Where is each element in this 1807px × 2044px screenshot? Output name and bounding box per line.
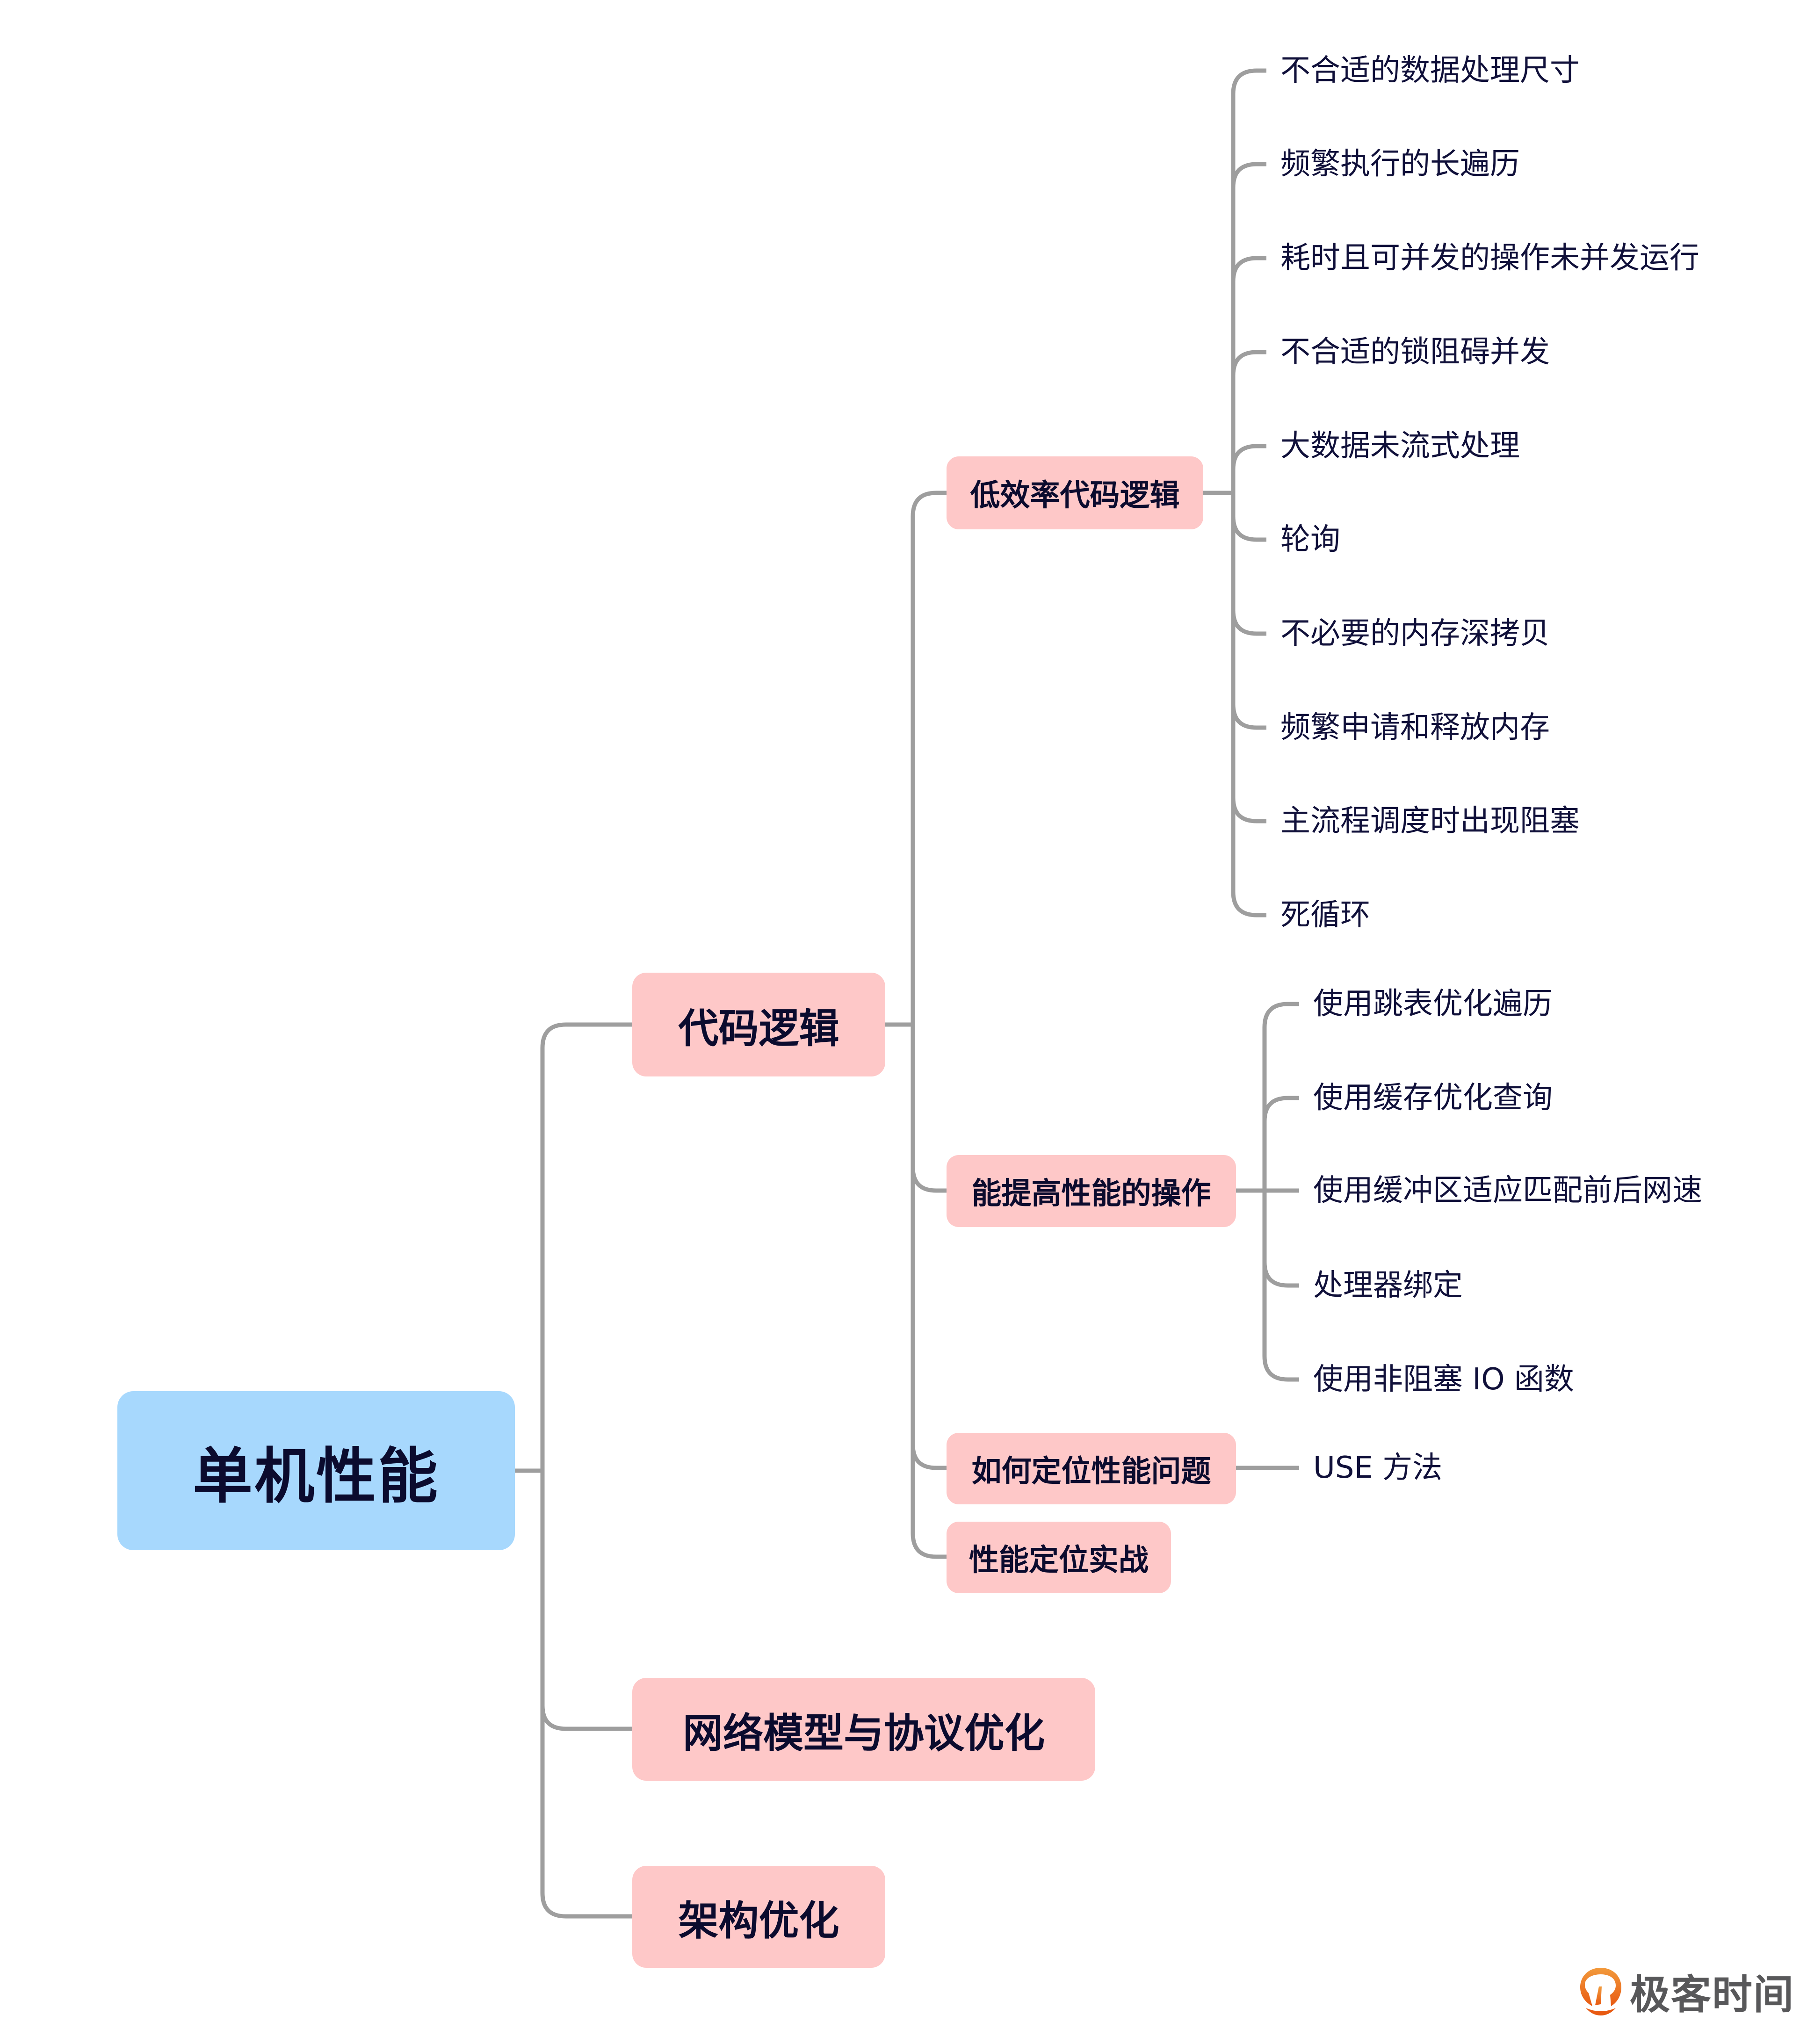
branch-architecture[interactable]: 架构优化 (632, 1866, 885, 1968)
leaf-item[interactable]: 耗时且可并发的操作未并发运行 (1280, 241, 1699, 275)
geektime-logo: 极客时间 (1578, 1962, 1794, 2020)
geektime-logo-icon (1580, 1967, 1621, 2015)
leaf-item[interactable]: 不必要的内存深拷贝 (1280, 616, 1550, 651)
subbranch-locate-problems[interactable]: 如何定位性能问题 (947, 1433, 1236, 1504)
connector-l3-spine-2 (1236, 1002, 1299, 1382)
branch-label: 代码逻辑 (678, 1005, 839, 1052)
leaf-item[interactable]: 轮询 (1280, 522, 1340, 557)
leaf-item[interactable]: 死循环 (1280, 898, 1370, 932)
subbranch-label: 能提高性能的操作 (971, 1177, 1211, 1211)
leaf-item[interactable]: 使用缓冲区适应匹配前后网速 (1313, 1173, 1702, 1208)
leaf-item[interactable]: USE 方法 (1313, 1451, 1443, 1485)
leaf-item[interactable]: 使用缓存优化查询 (1313, 1081, 1553, 1115)
connector-l3-spine-1 (1203, 68, 1266, 917)
subbranch-label: 性能定位实战 (969, 1543, 1149, 1578)
leaf-item[interactable]: 处理器绑定 (1313, 1268, 1463, 1303)
leaf-item[interactable]: 使用非阻塞 IO 函数 (1313, 1362, 1574, 1397)
logo-text: 极客时间 (1630, 1972, 1794, 2018)
leaf-item[interactable]: 不合适的数据处理尺寸 (1280, 53, 1580, 88)
connector-l2-spine (885, 491, 947, 1559)
branch-code-logic[interactable]: 代码逻辑 (632, 973, 885, 1076)
subbranch-label: 如何定位性能问题 (971, 1454, 1211, 1489)
leaf-item[interactable]: 频繁执行的长遍历 (1280, 147, 1520, 181)
root-label: 单机性能 (192, 1441, 440, 1511)
subbranch-locate-practice[interactable]: 性能定位实战 (947, 1522, 1171, 1593)
branch-label: 网络模型与协议优化 (683, 1710, 1045, 1757)
root-node[interactable]: 单机性能 (117, 1391, 515, 1550)
connector-l1-spine (540, 1022, 632, 1919)
leaf-item[interactable]: 频繁申请和释放内存 (1280, 710, 1550, 745)
subbranch-inefficient-code[interactable]: 低效率代码逻辑 (947, 456, 1203, 529)
leaf-item[interactable]: 大数据未流式处理 (1280, 429, 1520, 463)
branch-network-model[interactable]: 网络模型与协议优化 (632, 1678, 1095, 1781)
subbranch-label: 低效率代码逻辑 (970, 478, 1180, 513)
branch-label: 架构优化 (678, 1897, 839, 1944)
subbranch-perf-operations[interactable]: 能提高性能的操作 (947, 1155, 1236, 1227)
leaf-item[interactable]: 主流程调度时出现阻塞 (1280, 804, 1580, 838)
leaf-item[interactable]: 不合适的锁阻碍并发 (1280, 335, 1550, 369)
leaf-item[interactable]: 使用跳表优化遍历 (1313, 987, 1553, 1021)
